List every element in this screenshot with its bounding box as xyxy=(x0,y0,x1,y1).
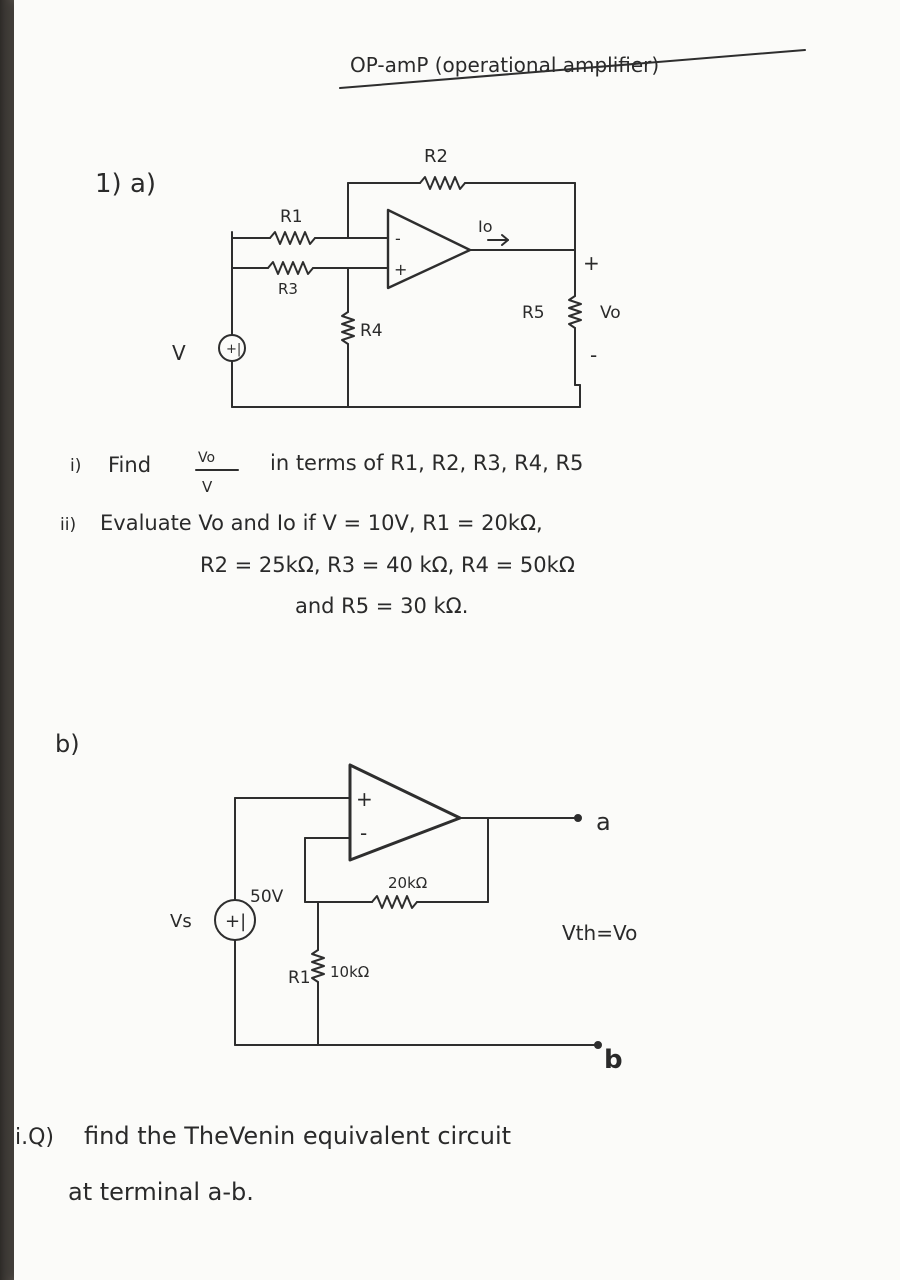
label-vo: Vo xyxy=(600,303,621,323)
opamp-a xyxy=(386,208,472,290)
voltage-source-v xyxy=(218,334,246,362)
label-vs: Vs xyxy=(170,911,192,932)
source-v-polarity: +| xyxy=(226,342,241,357)
q2-line2: R2 = 25kΩ, R3 = 40 kΩ, R4 = 50kΩ xyxy=(200,553,575,577)
qb-line1: find the TheVenin equivalent circuit xyxy=(84,1122,511,1150)
qb-prefix: i.Q) xyxy=(15,1125,54,1150)
label-r3: R3 xyxy=(278,280,298,298)
page-title: OP-amP (operational amplifier) xyxy=(350,53,659,77)
page-edge-shadow xyxy=(0,0,14,1280)
paper-sheet xyxy=(14,0,900,1280)
q2-prefix: ii) xyxy=(60,515,76,535)
resistor-r1-b xyxy=(311,949,325,983)
opamp-b-minus: - xyxy=(360,821,367,845)
q2-line3: and R5 = 30 kΩ. xyxy=(295,594,468,618)
resistor-r3 xyxy=(267,261,314,275)
q1-fraction-numerator: Vo xyxy=(198,450,215,466)
resistor-20k xyxy=(371,895,418,909)
label-io: Io xyxy=(478,217,493,236)
voltage-source-vs xyxy=(214,899,256,941)
opamp-a-minus: - xyxy=(395,229,401,248)
q2-line1: Evaluate Vo and Io if V = 10V, R1 = 20kΩ… xyxy=(100,511,543,535)
label-out-minus: - xyxy=(590,343,597,367)
q1-rest: in terms of R1, R2, R3, R4, R5 xyxy=(270,451,583,475)
opamp-b xyxy=(348,763,462,862)
label-v: V xyxy=(172,341,186,365)
circuit-b xyxy=(214,763,602,1049)
label-r1-b: R1 xyxy=(288,968,311,988)
resistor-r2 xyxy=(419,176,466,190)
terminal-a-node xyxy=(574,814,582,822)
source-vs-polarity: +| xyxy=(225,911,246,932)
q1-prefix: i) xyxy=(70,456,81,476)
circuit-a xyxy=(218,176,582,408)
problem-b-label: b) xyxy=(55,730,80,758)
label-20k: 20kΩ xyxy=(388,874,427,892)
resistor-r1 xyxy=(269,231,316,245)
problem-a-label: 1) a) xyxy=(95,169,156,199)
q1-fraction-denominator: V xyxy=(202,478,213,496)
label-r1: R1 xyxy=(280,207,303,227)
label-r4: R4 xyxy=(360,321,383,341)
qb-line2: at terminal a-b. xyxy=(68,1178,254,1206)
terminal-b-node xyxy=(594,1041,602,1049)
opamp-b-plus: + xyxy=(356,787,373,811)
label-r5: R5 xyxy=(522,303,545,323)
title-underline xyxy=(339,49,806,89)
label-out-plus: + xyxy=(583,251,600,275)
label-10k: 10kΩ xyxy=(330,963,369,981)
label-r2: R2 xyxy=(424,146,448,167)
label-vth: Vth=Vo xyxy=(562,921,637,945)
resistor-r5 xyxy=(568,295,582,329)
opamp-a-plus: + xyxy=(394,260,407,279)
resistor-r4 xyxy=(341,311,355,345)
label-terminal-a: a xyxy=(596,808,611,836)
label-terminal-b: b xyxy=(604,1045,623,1075)
label-50v: 50V xyxy=(250,887,284,907)
q1-find: Find xyxy=(108,453,151,477)
